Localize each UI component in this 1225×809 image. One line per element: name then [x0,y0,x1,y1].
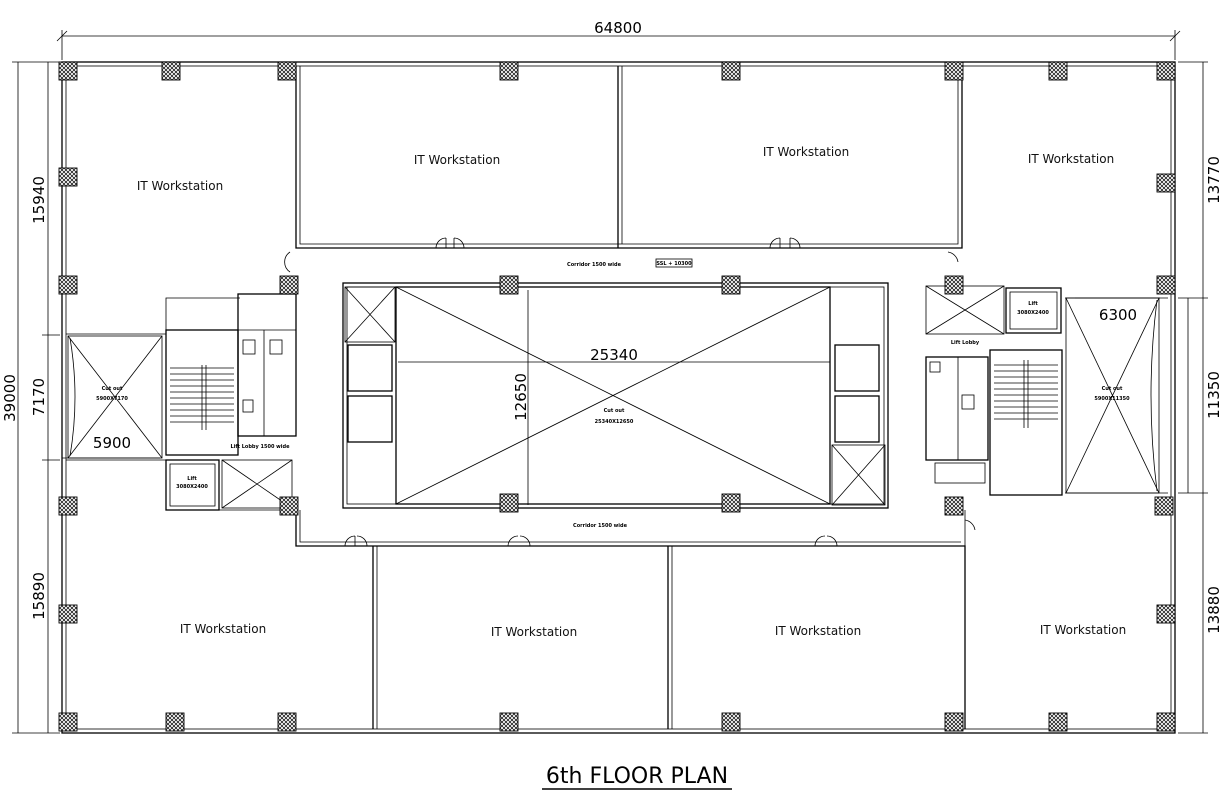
central-cutout-width-dimension: 25340 [590,346,638,364]
room-label-bottom-left: IT Workstation [180,622,266,636]
left-cutout-label: Cut out [102,386,123,392]
right-lift-lobby-label: Lift Lobby [951,340,980,346]
right-top-dimension: 13770 [1205,156,1223,204]
right-middle-dimension: 11350 [1205,371,1223,419]
left-lift-size: 3080X2400 [176,484,208,490]
level-tag-box [655,258,693,268]
left-cutout-size: 5900X7170 [96,396,128,402]
level-tag: SSL + 10300 [656,261,692,267]
room-label-top-right: IT Workstation [1028,152,1114,166]
right-service-core [925,285,1160,496]
right-lift-size: 3080X2400 [1017,310,1049,316]
corridor-bottom-label: Corridor 1500 wide [573,523,628,529]
room-label-top-left: IT Workstation [137,179,223,193]
left-bottom-dimension: 15890 [30,572,48,620]
bottom-workstation-walls [66,459,1168,729]
room-label-bottom-right: IT Workstation [1040,623,1126,637]
room-label-bottom-mid-left: IT Workstation [491,625,577,639]
structural-columns [58,61,1176,732]
drawing-title: 6th FLOOR PLAN [546,764,728,789]
right-cutout-label: Cut out [1102,386,1123,392]
door-swings [284,237,976,547]
left-lift-label: Lift [187,476,197,482]
left-middle-dimension: 7170 [30,378,48,416]
right-lift-label: Lift [1028,301,1038,307]
left-cutout-width-dimension: 5900 [93,434,131,452]
room-label-top-mid-left: IT Workstation [414,153,500,167]
overall-depth-dimension: 39000 [1,374,19,422]
central-cutout-label: Cut out [604,408,625,414]
left-service-core [67,293,297,511]
left-lift-lobby-label: Lift Lobby 1500 wide [231,444,291,450]
central-cutout-depth-dimension: 12650 [512,373,530,421]
overall-width-dimension: 64800 [594,19,642,37]
top-workstation-walls [66,66,1168,335]
room-label-bottom-mid-right: IT Workstation [775,624,861,638]
central-atrium [342,282,889,509]
right-cutout-width-dimension: 6300 [1099,306,1137,324]
left-top-dimension: 15940 [30,176,48,224]
room-label-top-mid-right: IT Workstation [763,145,849,159]
central-cutout-size: 25340X12650 [595,419,634,425]
right-bottom-dimension: 13880 [1205,586,1223,634]
corridor-top-label: Corridor 1500 wide [567,262,622,268]
right-cutout-size: 5900X11350 [1094,396,1130,402]
